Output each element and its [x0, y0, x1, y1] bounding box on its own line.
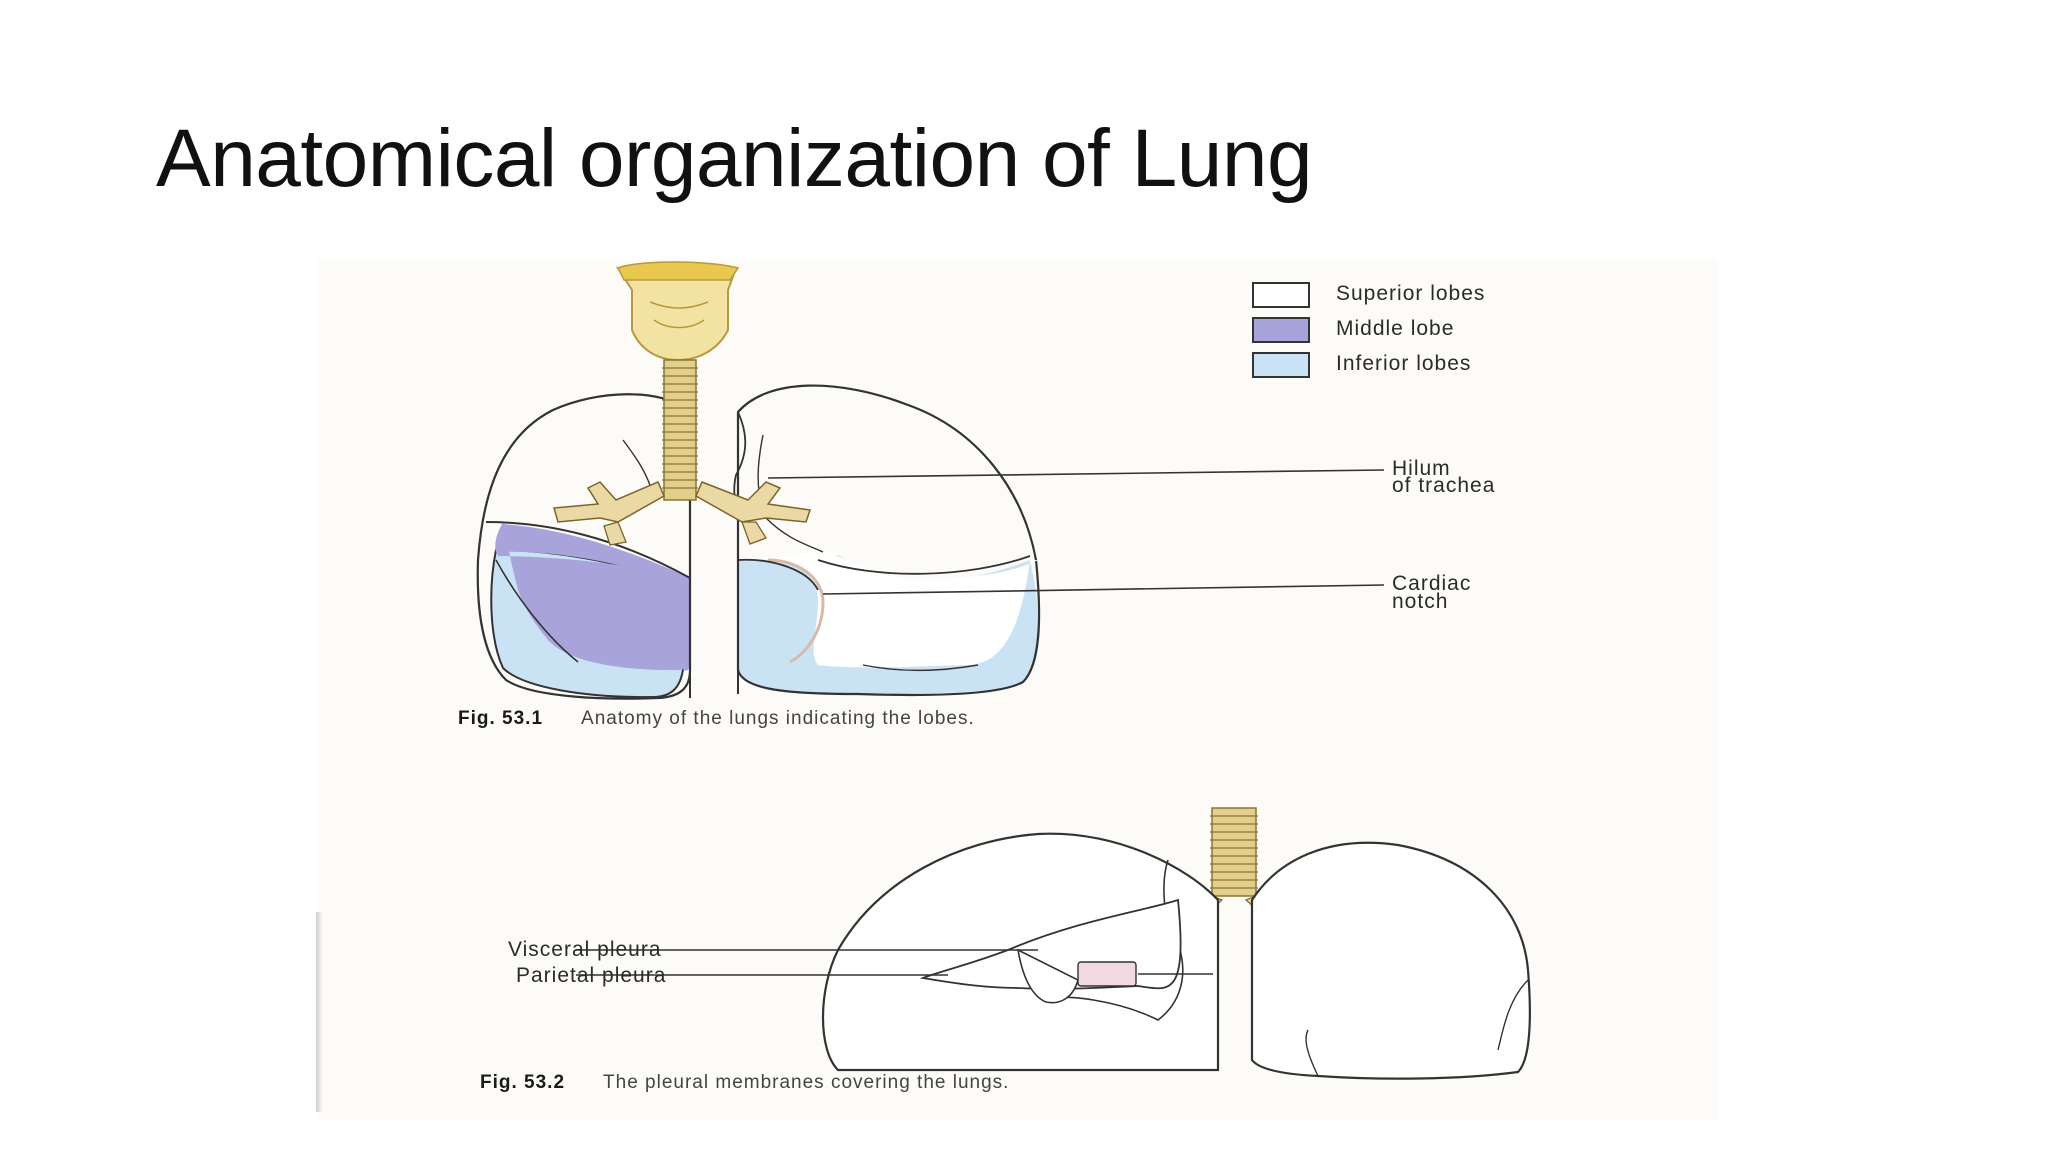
left-bronchus: [695, 481, 811, 523]
pleural-cavity: [1077, 961, 1137, 987]
figure1-caption: Fig. 53.1 Anatomy of the lungs indicating…: [458, 708, 975, 730]
slide-title: Anatomical organization of Lung: [156, 113, 1313, 204]
hilum-leader: [767, 469, 1385, 479]
figure2-caption: Fig. 53.2 The pleural membranes covering …: [480, 1072, 1009, 1094]
figure2-caption-text: The pleural membranes covering the lungs…: [603, 1072, 1010, 1093]
right-lung: [476, 393, 692, 700]
cardiac-notch: [768, 552, 1038, 668]
legend-label-superior: Superior lobes: [1336, 282, 1486, 305]
hilum-label-line2: of trachea: [1392, 474, 1496, 497]
left-lung: [733, 384, 1041, 697]
pleura-lungs: [821, 807, 1531, 1080]
trachea: [553, 261, 811, 546]
scan-edge: [316, 912, 322, 1112]
right-bronchus: [553, 481, 665, 523]
legend-swatch-superior: [1252, 282, 1310, 308]
visceral-pleura-label: Visceral pleura: [508, 938, 662, 961]
hilum-label-line1: Hilum: [1392, 457, 1451, 480]
trachea-rings: [662, 367, 698, 489]
lung-diagram-svg: [476, 261, 1531, 1080]
figure1-caption-number: Fig. 53.1: [458, 708, 544, 729]
legend-label-middle: Middle lobe: [1336, 317, 1455, 340]
legend-label-inferior: Inferior lobes: [1336, 352, 1472, 375]
legend-swatch-middle: [1252, 317, 1310, 343]
parietal-pleura-label: Parietal pleura: [516, 964, 667, 987]
right-middle-lobe-main: [497, 522, 690, 670]
right-middle-lobe: [495, 524, 690, 672]
figure2-caption-number: Fig. 53.2: [480, 1072, 566, 1093]
legend-swatch-inferior: [1252, 352, 1310, 378]
lung-anatomy-figure: Superior lobes Middle lobe Inferior lobe…: [318, 260, 1718, 1120]
cardiac-label-line1: Cardiac: [1392, 572, 1472, 595]
cardiac-label-line2: notch: [1392, 590, 1449, 613]
figure1-caption-text: Anatomy of the lungs indicating the lobe…: [581, 708, 975, 729]
cardiac-notch-leader: [822, 584, 1385, 595]
